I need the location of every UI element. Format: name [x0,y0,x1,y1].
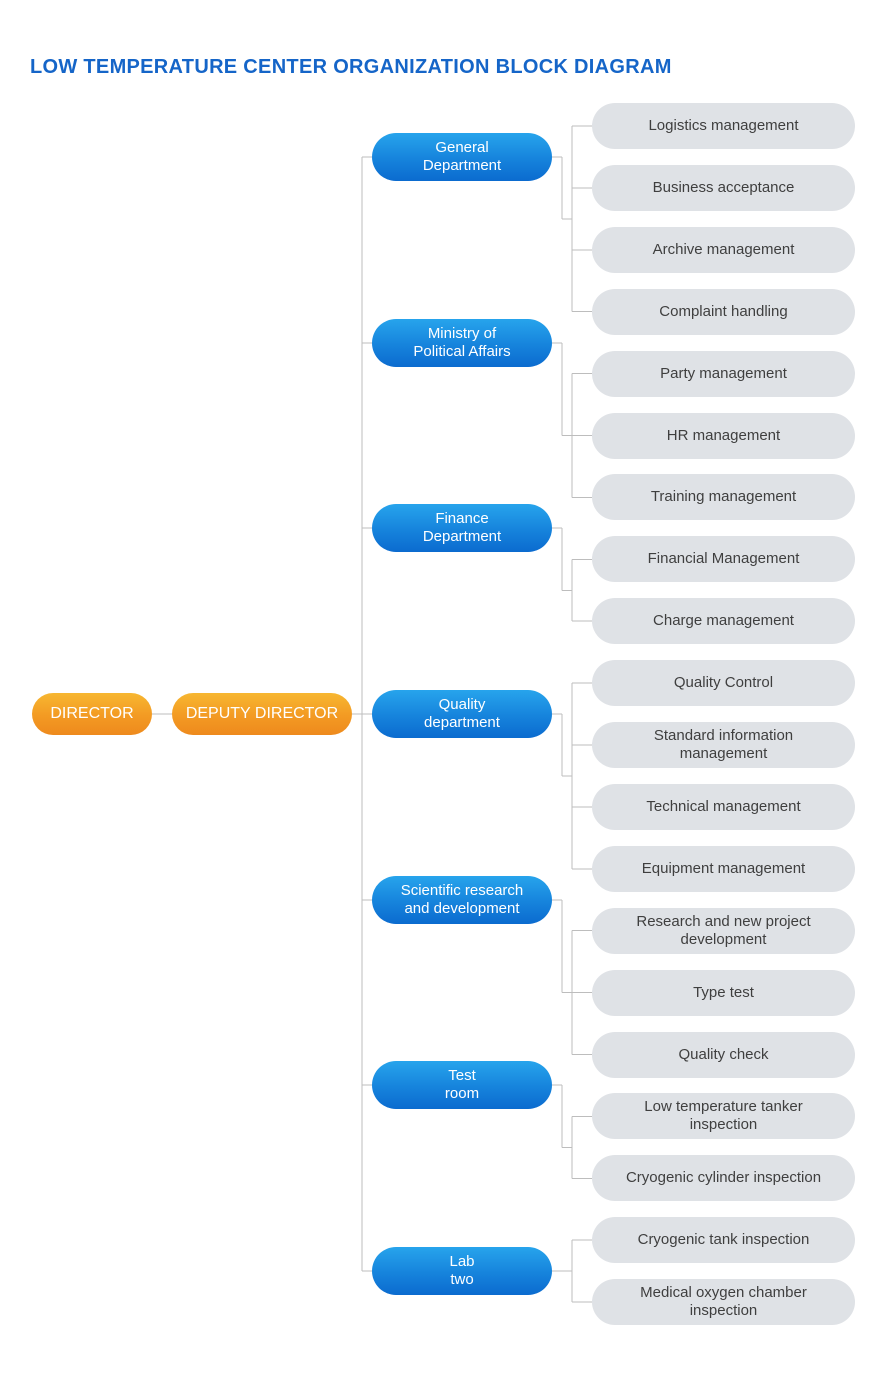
function-node: Low temperature tanker inspection [592,1093,855,1139]
function-node: Charge management [592,598,855,644]
function-node: Type test [592,970,855,1016]
function-node: Complaint handling [592,289,855,335]
department-node: Ministry of Political Affairs [372,319,552,367]
department-node: General Department [372,133,552,181]
department-node: Scientific research and development [372,876,552,924]
function-node: Financial Management [592,536,855,582]
director-node: DIRECTOR [32,693,152,735]
function-node: Party management [592,351,855,397]
department-node: Lab two [372,1247,552,1295]
function-node: Medical oxygen chamber inspection [592,1279,855,1325]
function-node: Logistics management [592,103,855,149]
function-node: Training management [592,474,855,520]
function-node: Equipment management [592,846,855,892]
function-node: Archive management [592,227,855,273]
function-node: Cryogenic cylinder inspection [592,1155,855,1201]
function-node: Cryogenic tank inspection [592,1217,855,1263]
function-node: HR management [592,413,855,459]
function-node: Business acceptance [592,165,855,211]
department-node: Finance Department [372,504,552,552]
department-node: Quality department [372,690,552,738]
department-node: Test room [372,1061,552,1109]
function-node: Quality check [592,1032,855,1078]
function-node: Standard information management [592,722,855,768]
function-node: Technical management [592,784,855,830]
function-node: Quality Control [592,660,855,706]
deputy-director-node: DEPUTY DIRECTOR [172,693,352,735]
diagram-title: LOW TEMPERATURE CENTER ORGANIZATION BLOC… [30,56,672,78]
function-node: Research and new project development [592,908,855,954]
